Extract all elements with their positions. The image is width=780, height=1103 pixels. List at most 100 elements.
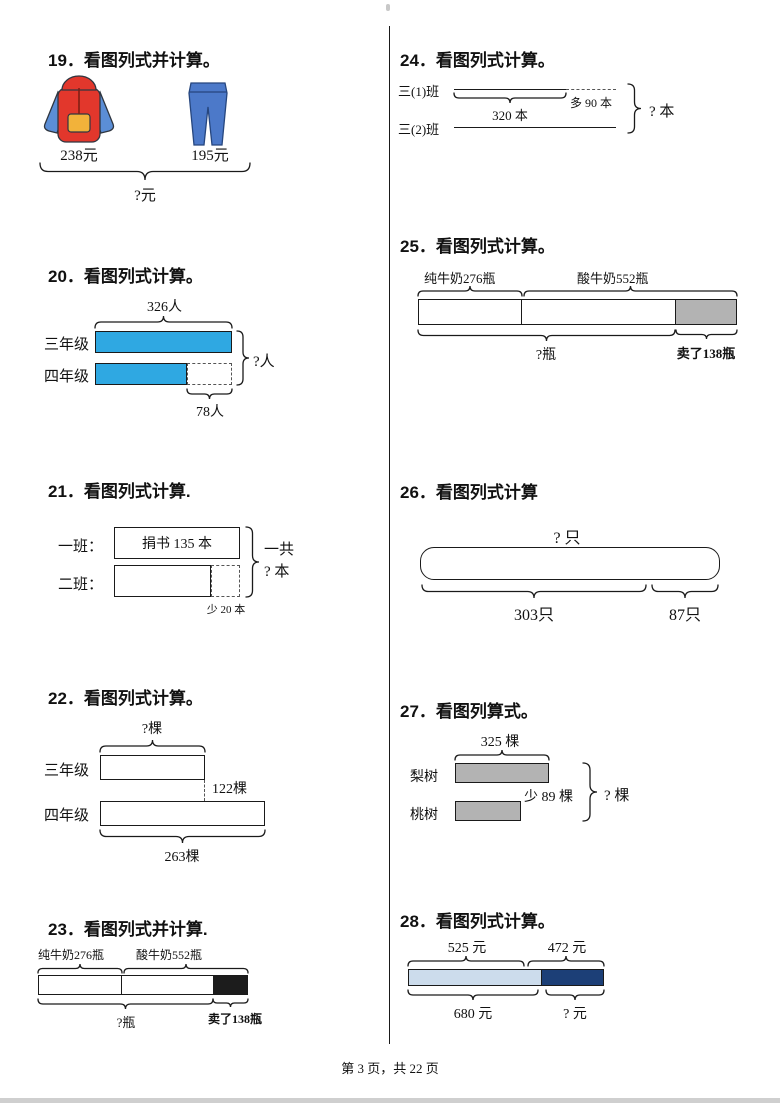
p28-top-left-brace (407, 955, 525, 967)
p20-row1-label: 三年级 (44, 337, 90, 353)
p23-question-brace (37, 998, 214, 1010)
p20-row2-label: 四年级 (44, 369, 90, 385)
p26-left-value: 303只 (513, 607, 554, 624)
p22-diff-value: 122棵 (212, 782, 247, 797)
p24-row1-line (454, 89, 566, 90)
p19-jeans-price: 195元 (191, 148, 229, 164)
p19-total-brace (39, 162, 251, 181)
p22-question: ?棵 (141, 722, 163, 737)
p28-bottom-right-brace (545, 989, 605, 1001)
p20-diff-brace (186, 388, 233, 400)
column-divider (389, 26, 390, 1044)
p27-row2-bar (455, 801, 521, 821)
p21-row1-box-label: 捐书 135 本 (142, 537, 212, 552)
p25-bar-divider (521, 300, 522, 324)
p28-top-left-value: 525 元 (447, 941, 487, 956)
p22-row1-bar (100, 755, 205, 780)
p23-bar-divider (121, 976, 122, 994)
p20-row1-bar (95, 331, 232, 353)
p21-row2-box (114, 565, 211, 597)
p28-bottom-left-value: 680 元 (453, 1007, 493, 1022)
p27-row2-label: 桃树 (410, 808, 438, 823)
p26-question: ? 只 (553, 530, 581, 547)
p23-right-top-brace (123, 963, 249, 974)
p27-row1-label: 梨树 (410, 770, 438, 785)
p21-right-brace (245, 526, 260, 598)
p26-title: 26．看图列式计算 (400, 483, 538, 502)
p20-diff-value: 78人 (196, 405, 224, 420)
p23-sold-label: 卖了138瓶 (207, 1012, 262, 1026)
p27-top-brace (454, 749, 550, 761)
p25-question-brace (417, 329, 676, 342)
p28-dark-section (541, 970, 603, 985)
p26-right-brace (651, 584, 719, 599)
p24-more-label: 多 90 本 (570, 96, 613, 110)
p28-top-right-brace (527, 955, 605, 967)
p20-top-brace (94, 315, 233, 329)
p24-row1-extension (566, 89, 616, 90)
p27-question: ? 棵 (604, 788, 630, 804)
page-footer: 第 3 页，共 22 页 (341, 1061, 439, 1076)
p25-sold-brace (675, 329, 738, 340)
hoodie-image (43, 75, 115, 143)
p27-top-value: 325 棵 (480, 735, 520, 750)
p20-top-value: 326人 (147, 300, 182, 315)
p23-question: ?瓶 (116, 1015, 136, 1030)
p23-left-top-brace (37, 963, 123, 974)
p24-row2-line (454, 127, 616, 128)
p24-row1-label: 三(1)班 (398, 84, 440, 99)
p24-right-brace (627, 83, 642, 134)
p24-title: 24．看图列式计算。 (400, 51, 555, 70)
p28-question: ? 元 (563, 1007, 587, 1022)
p19-hoodie-price: 238元 (60, 148, 98, 164)
scan-mark (386, 4, 390, 11)
p22-row2-label: 四年级 (44, 808, 90, 824)
p19-question: ?元 (134, 188, 156, 204)
p25-bar (418, 299, 737, 325)
p22-row2-bar (100, 801, 265, 826)
p27-right-brace (582, 762, 598, 822)
p24-row1-value: 320 本 (492, 108, 528, 123)
p24-row2-label: 三(2)班 (398, 122, 440, 137)
p25-label-right: 酸牛奶552瓶 (577, 271, 649, 286)
p21-total-label: 一共 (264, 542, 295, 558)
p20-title: 20．看图列式计算。 (48, 267, 203, 286)
p21-row1-box: 捐书 135 本 (114, 527, 240, 559)
p21-title: 21．看图列式计算. (48, 482, 191, 501)
p25-right-top-brace (523, 285, 738, 297)
p23-sold-section (213, 976, 247, 994)
p25-question: ?瓶 (535, 348, 557, 363)
p26-bar (420, 547, 720, 580)
p21-row1-label: 一班： (58, 539, 104, 555)
p23-label-left: 纯牛奶276瓶 (38, 948, 105, 962)
p24-question: ? 本 (649, 104, 675, 120)
p23-label-right: 酸牛奶552瓶 (136, 948, 203, 962)
p22-bottom-value: 263棵 (164, 850, 200, 865)
p28-bar (408, 969, 604, 986)
p19-title: 19．看图列式并计算。 (48, 51, 220, 70)
p21-less-label: 少 20 本 (206, 604, 246, 616)
p20-row2-bar (95, 363, 187, 385)
p22-row1-label: 三年级 (44, 763, 90, 779)
p21-question: ? 本 (264, 564, 290, 580)
p22-diff-connector (204, 780, 205, 801)
p22-title: 22．看图列式计算。 (48, 689, 203, 708)
p20-right-brace (236, 330, 250, 386)
p28-top-right-value: 472 元 (547, 941, 587, 956)
p27-row1-bar (455, 763, 549, 783)
p23-bar (38, 975, 248, 995)
p27-title: 27．看图列算式。 (400, 702, 538, 721)
p25-sold-section (675, 300, 736, 324)
p21-row2-label: 二班： (58, 577, 104, 593)
